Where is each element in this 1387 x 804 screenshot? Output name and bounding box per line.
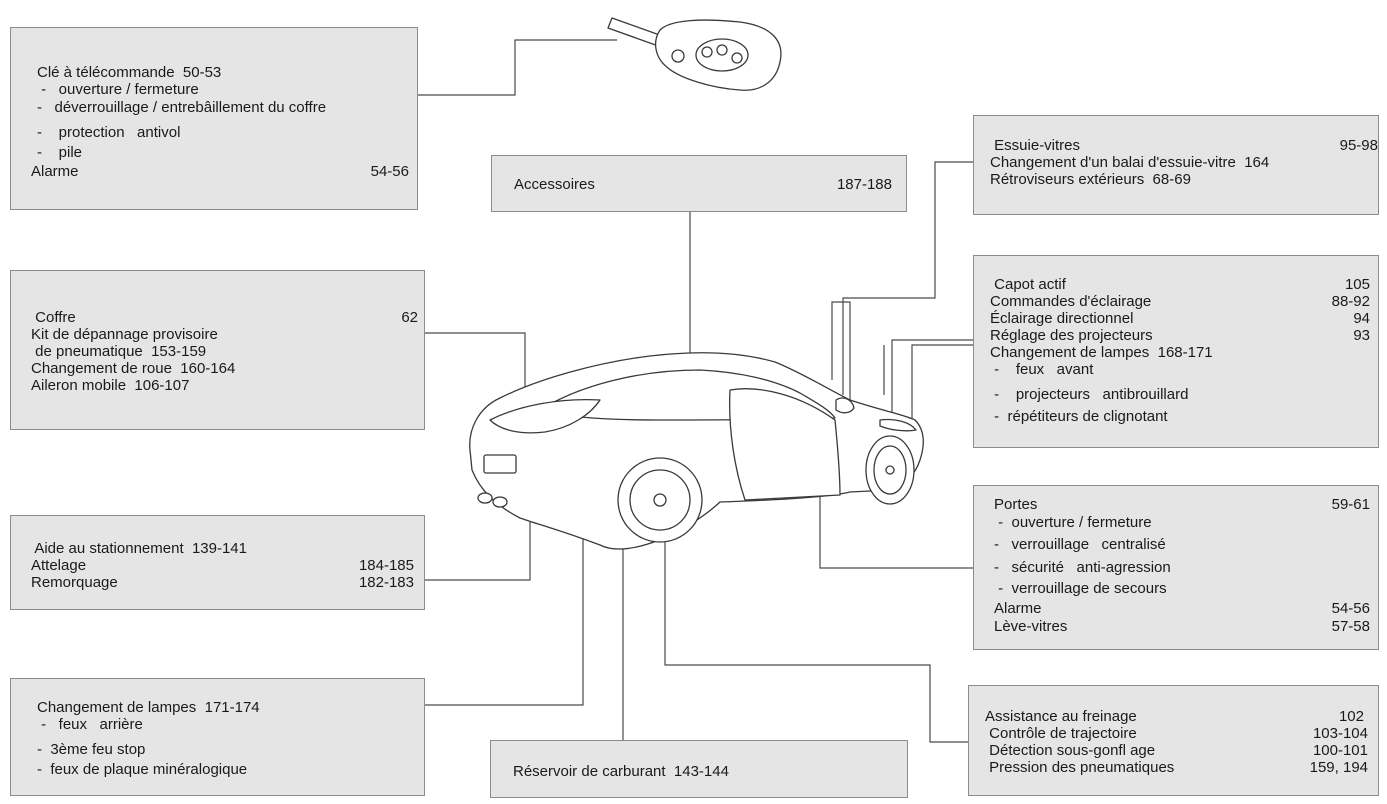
page-remorquage: 182-183 bbox=[358, 574, 414, 591]
row-capot: Capot actif bbox=[990, 276, 1066, 293]
box-lampes-arriere: Changement de lampes 171-174 - feux arri… bbox=[10, 678, 425, 796]
row-key-4: - pile bbox=[37, 144, 83, 161]
row-lampes-arriere-3: - feux de plaque minéralogique bbox=[37, 761, 248, 778]
page-leve-vitres: 57-58 bbox=[1331, 618, 1370, 635]
page-essuie: 95-98 bbox=[1339, 137, 1378, 154]
row-coffre-1: Kit de dépannage provisoire bbox=[31, 326, 218, 343]
row-commandes-eclairage: Commandes d'éclairage bbox=[990, 293, 1152, 310]
row-portes-1: - ouverture / fermeture bbox=[994, 514, 1152, 531]
row-repetiteurs: - répétiteurs de clignotant bbox=[990, 408, 1168, 425]
row-coffre-4: Aileron mobile 106-107 bbox=[31, 377, 190, 394]
leader-essuie bbox=[842, 161, 973, 395]
row-key-1: - ouverture / fermeture bbox=[37, 81, 199, 98]
row-eclairage-directionnel: Éclairage directionnel bbox=[990, 310, 1134, 327]
page-eclairage-directionnel: 94 bbox=[1353, 310, 1370, 327]
leader-capot-1 bbox=[891, 339, 973, 415]
leader-freinage bbox=[664, 490, 973, 743]
row-stationnement: Aide au stationnement 139-141 bbox=[31, 540, 247, 557]
row-lampes-arriere: Changement de lampes 171-174 bbox=[37, 699, 260, 716]
row-coffre-2: de pneumatique 153-159 bbox=[31, 343, 207, 360]
page-portes: 59-61 bbox=[1331, 496, 1370, 513]
row-key-3: - protection antivol bbox=[37, 124, 181, 141]
leader-capot-2 bbox=[911, 344, 973, 418]
page-freinage: 102 bbox=[1338, 708, 1364, 725]
row-key-title: Clé à télécommande 50-53 bbox=[37, 64, 222, 81]
row-portes: Portes bbox=[994, 496, 1038, 513]
leader-retro bbox=[831, 301, 851, 400]
row-attelage: Attelage bbox=[31, 557, 87, 574]
page-key-alarm: 54-56 bbox=[370, 163, 409, 180]
row-coffre: Coffre bbox=[31, 309, 76, 326]
row-sous-gonflage: Détection sous-gonfl age bbox=[985, 742, 1156, 759]
row-lampes-arriere-1: - feux arrière bbox=[37, 716, 143, 733]
row-trajectoire: Contrôle de trajectoire bbox=[985, 725, 1137, 742]
page-reglage-projecteurs: 93 bbox=[1353, 327, 1370, 344]
box-reservoir: Réservoir de carburant 143-144 bbox=[490, 740, 908, 798]
row-key-2: - déverrouillage / entrebâillement du co… bbox=[37, 99, 327, 116]
leader-stationnement bbox=[425, 500, 531, 581]
row-portes-alarme: Alarme bbox=[994, 600, 1042, 617]
row-feux-avant: - feux avant bbox=[990, 361, 1094, 378]
row-portes-2: - verrouillage centralisé bbox=[994, 536, 1166, 553]
row-accessoires: Accessoires bbox=[514, 176, 595, 193]
page-commandes-eclairage: 88-92 bbox=[1331, 293, 1370, 310]
row-key-alarm: Alarme bbox=[31, 163, 79, 180]
row-coffre-3: Changement de roue 160-164 bbox=[31, 360, 236, 377]
row-essuie: Essuie-vitres bbox=[990, 137, 1081, 154]
page-sous-gonflage: 100-101 bbox=[1312, 742, 1368, 759]
row-leve-vitres: Lève-vitres bbox=[994, 618, 1068, 635]
box-accessoires: Accessoires 187-188 bbox=[491, 155, 907, 212]
row-lampes-arriere-2: - 3ème feu stop bbox=[37, 741, 146, 758]
box-capot: Capot actif 105 Commandes d'éclairage 88… bbox=[973, 255, 1379, 448]
row-changement-lampes-avant: Changement de lampes 168-171 bbox=[990, 344, 1213, 361]
page-accessoires: 187-188 bbox=[836, 176, 892, 193]
row-balai: Changement d'un balai d'essuie-vitre 164 bbox=[990, 154, 1270, 171]
row-pression: Pression des pneumatiques bbox=[985, 759, 1175, 776]
row-reservoir: Réservoir de carburant 143-144 bbox=[513, 763, 729, 780]
row-freinage: Assistance au freinage bbox=[985, 708, 1137, 725]
page-trajectoire: 103-104 bbox=[1312, 725, 1368, 742]
row-portes-4: - verrouillage de secours bbox=[994, 580, 1167, 597]
car-door bbox=[729, 388, 841, 501]
row-remorquage: Remorquage bbox=[31, 574, 118, 591]
remote-key bbox=[607, 17, 782, 91]
page-portes-alarme: 54-56 bbox=[1331, 600, 1370, 617]
box-essuie-vitres: Essuie-vitres 95-98 Changement d'un bala… bbox=[973, 115, 1379, 215]
box-stationnement: Aide au stationnement 139-141 Attelage 1… bbox=[10, 515, 425, 610]
row-retroviseurs: Rétroviseurs extérieurs 68-69 bbox=[990, 171, 1191, 188]
box-freinage: Assistance au freinage 102 Contrôle de t… bbox=[968, 685, 1379, 796]
box-portes: Portes 59-61 - ouverture / fermeture - v… bbox=[973, 485, 1379, 650]
row-portes-3: - sécurité anti-agression bbox=[994, 559, 1171, 576]
row-reglage-projecteurs: Réglage des projecteurs bbox=[990, 327, 1153, 344]
page-coffre: 62 bbox=[401, 309, 418, 326]
page-capot: 105 bbox=[1344, 276, 1370, 293]
leader-cle bbox=[418, 39, 617, 96]
box-coffre: Coffre 62 Kit de dépannage provisoire de… bbox=[10, 270, 425, 430]
page-attelage: 184-185 bbox=[358, 557, 414, 574]
row-antibrouillard: - projecteurs antibrouillard bbox=[990, 386, 1189, 403]
page-pression: 159, 194 bbox=[1309, 759, 1368, 776]
box-remote-key: Clé à télécommande 50-53 - ouverture / f… bbox=[10, 27, 418, 210]
